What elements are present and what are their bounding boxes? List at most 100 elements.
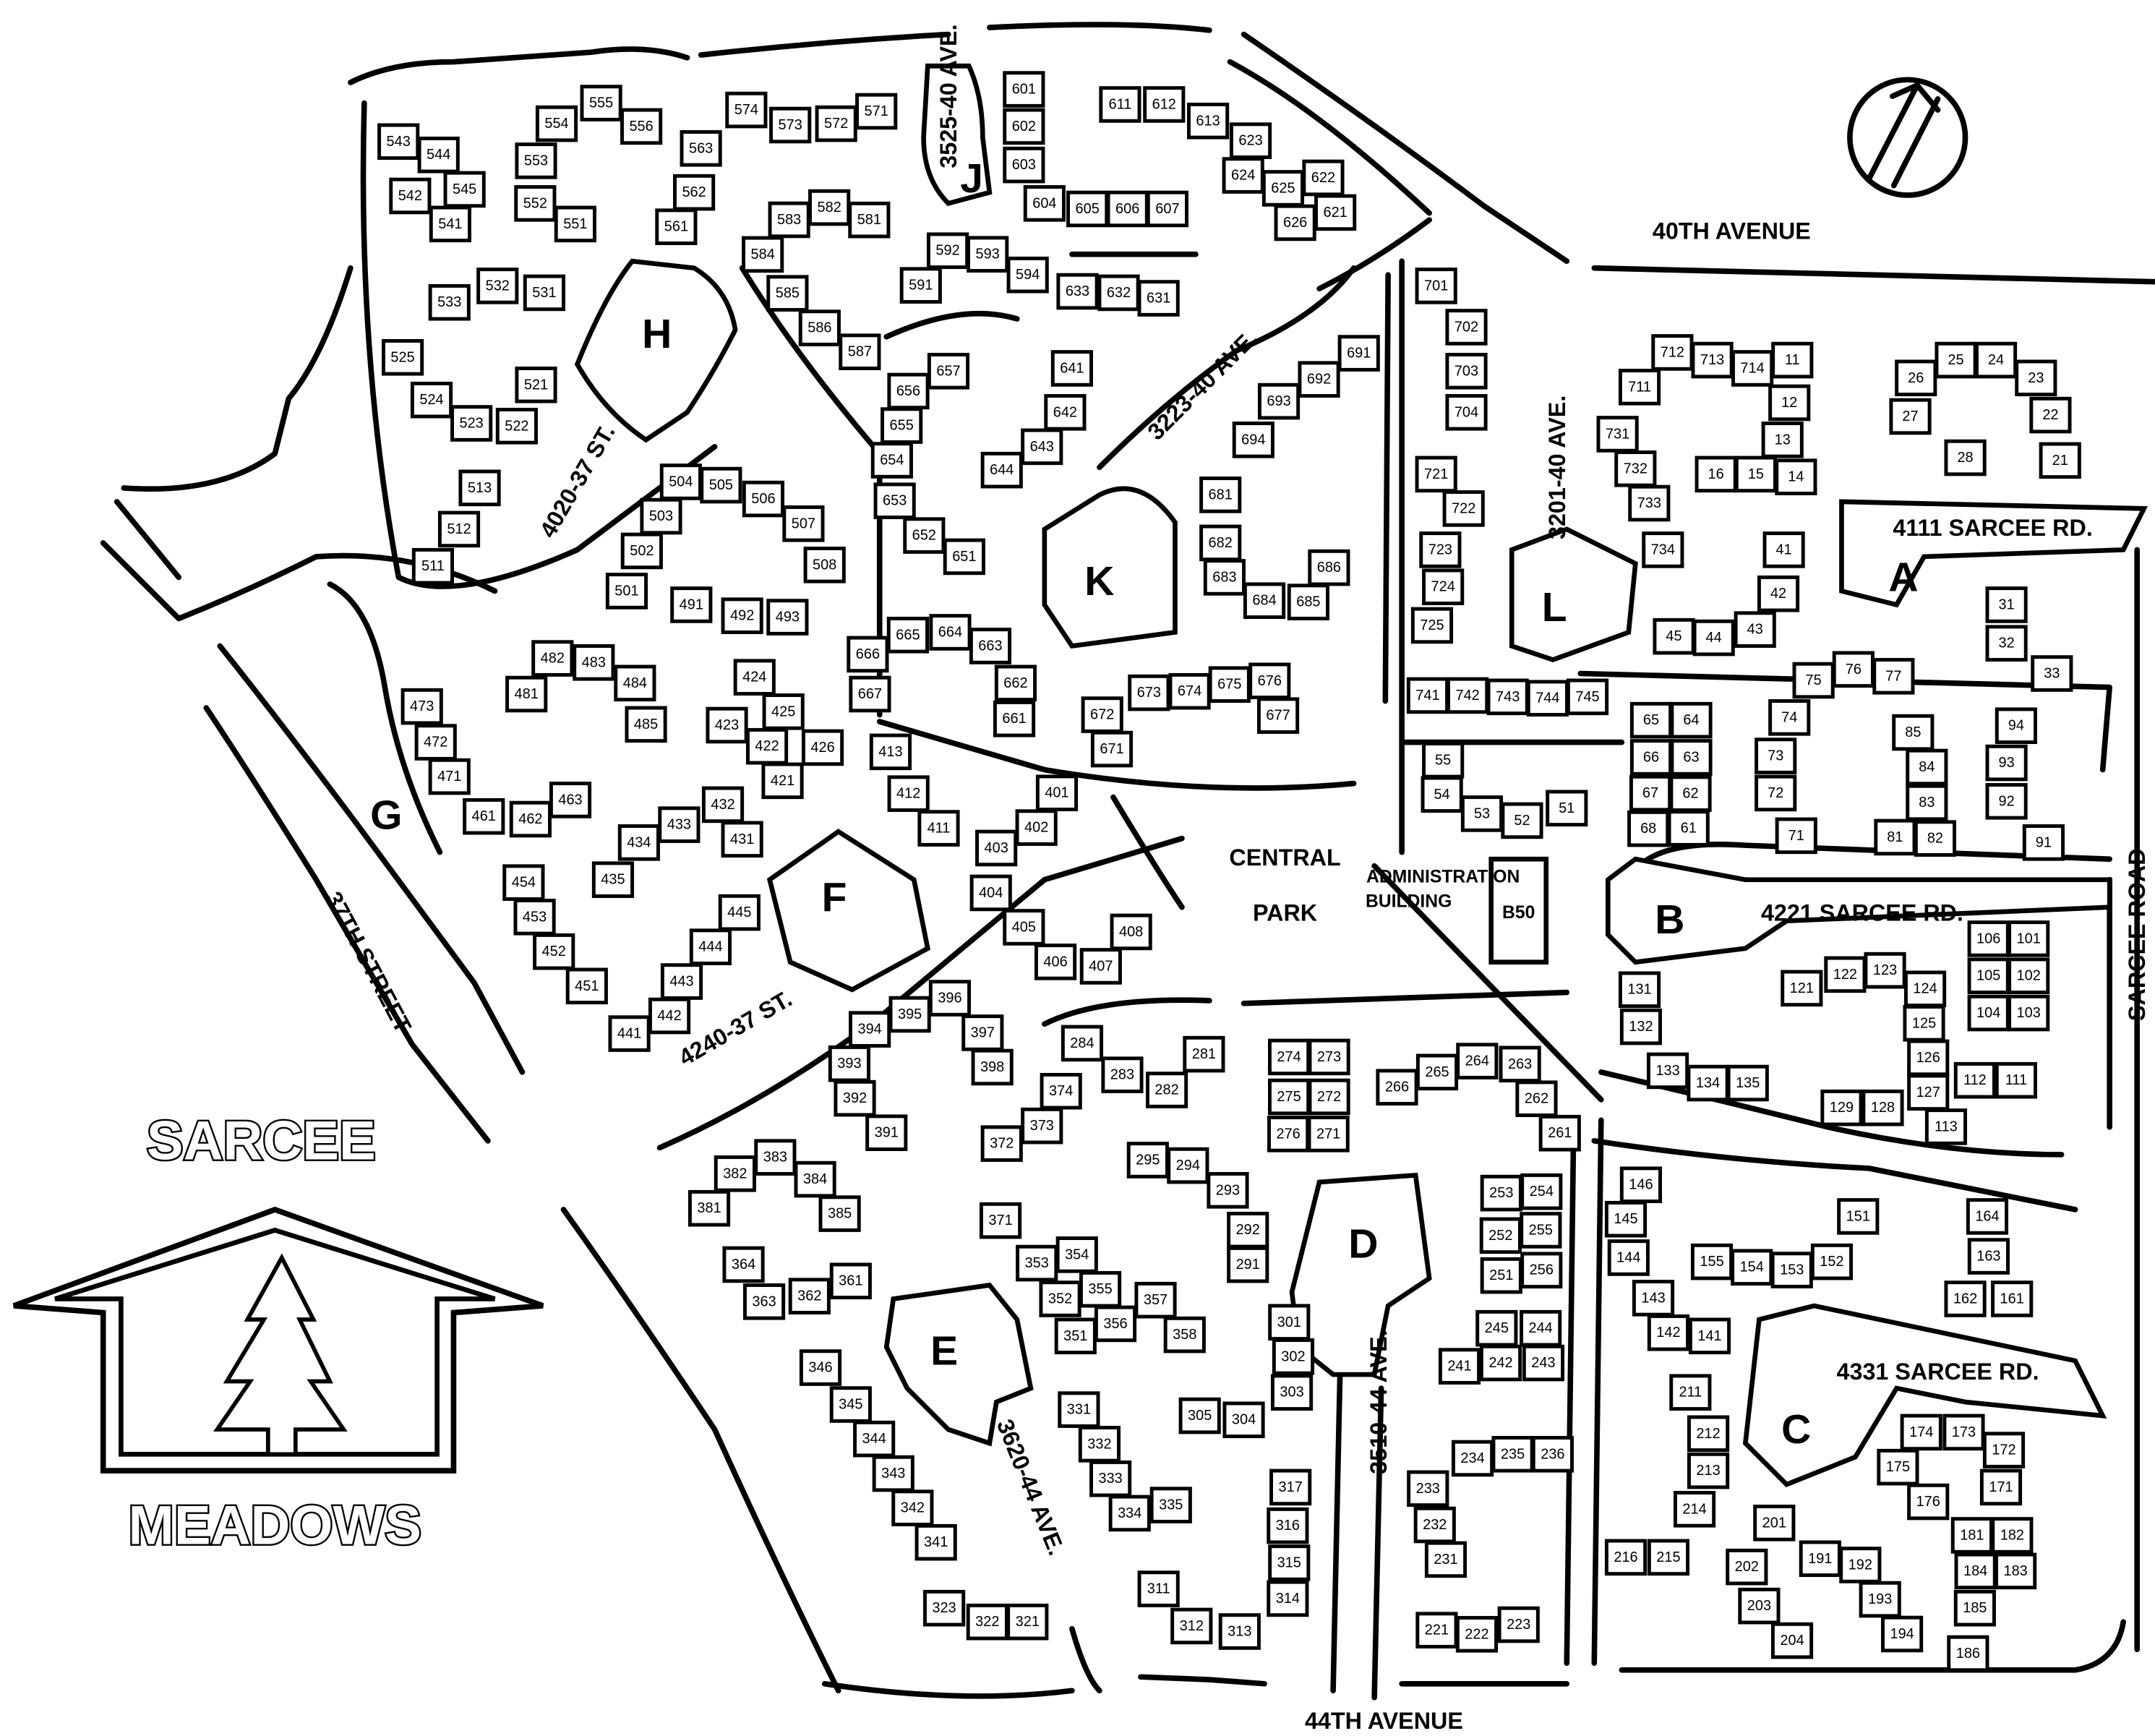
unit-number: 451 — [575, 978, 599, 994]
unit-number: 81 — [1887, 829, 1903, 845]
unit-number: 152 — [1820, 1254, 1843, 1270]
unit-213: 213 — [1687, 1452, 1730, 1489]
unit-number: 531 — [532, 285, 556, 301]
unit-outline — [849, 675, 891, 713]
unit-number: 265 — [1425, 1064, 1449, 1080]
unit-405: 405 — [1003, 909, 1045, 946]
unit-outline — [1872, 658, 1915, 695]
unit-134: 134 — [1687, 1064, 1729, 1102]
unit-664: 664 — [929, 614, 972, 651]
unit-number: 691 — [1347, 346, 1371, 362]
unit-outline — [443, 171, 486, 208]
unit-outline — [849, 1011, 891, 1048]
unit-number: 316 — [1276, 1518, 1300, 1534]
unit-number: 504 — [669, 474, 693, 489]
unit-outline — [1618, 971, 1661, 1009]
unit-outline — [969, 628, 1012, 664]
unit-221: 221 — [1415, 1612, 1458, 1649]
unit-41: 41 — [1762, 531, 1805, 568]
unit-67: 67 — [1629, 774, 1672, 812]
unit-603: 603 — [1003, 146, 1045, 184]
unit-number: 66 — [1643, 749, 1659, 765]
unit-outline — [886, 616, 929, 654]
unit-407: 407 — [1079, 948, 1122, 985]
unit-outline — [961, 1014, 1004, 1051]
unit-outline — [1445, 394, 1488, 431]
unit-outline — [829, 1386, 872, 1423]
unit-242: 242 — [1479, 1344, 1522, 1382]
unit-313: 313 — [1218, 1613, 1261, 1650]
area-label-h: H — [642, 311, 672, 357]
unit-outline — [828, 1045, 871, 1082]
unit-number: 291 — [1236, 1257, 1260, 1273]
unit-number: 424 — [742, 670, 766, 685]
central-park-label-1: CENTRAL — [1229, 845, 1340, 871]
unit-outline — [742, 480, 785, 518]
unit-31: 31 — [1985, 586, 2028, 623]
unit-355: 355 — [1079, 1270, 1122, 1308]
unit-732: 732 — [1614, 450, 1657, 487]
unit-353: 353 — [1016, 1244, 1058, 1282]
address-3510-44-ave: 3510-44 AVE. — [1366, 1330, 1392, 1474]
unit-number: 632 — [1107, 285, 1131, 301]
unit-number: 162 — [1953, 1291, 1977, 1307]
unit-number: 604 — [1032, 195, 1056, 211]
unit-101: 101 — [2008, 920, 2050, 957]
unit-outline — [1438, 1348, 1481, 1385]
unit-276: 276 — [1267, 1116, 1310, 1153]
unit-outline — [1034, 944, 1077, 980]
unit-181: 181 — [1950, 1517, 1993, 1554]
unit-633: 633 — [1056, 273, 1099, 310]
unit-number: 357 — [1144, 1292, 1168, 1308]
unit-outline — [1768, 384, 1811, 422]
area-blocks — [574, 63, 2148, 1488]
unit-343: 343 — [872, 1455, 914, 1492]
unit-number: 452 — [542, 944, 566, 959]
unit-outline — [869, 733, 912, 771]
unit-223: 223 — [1497, 1606, 1540, 1643]
unit-outline — [2008, 957, 2050, 995]
unit-491: 491 — [670, 586, 713, 623]
unit-number: 85 — [1905, 724, 1921, 740]
unit-561: 561 — [655, 208, 698, 245]
unit-284: 284 — [1061, 1025, 1104, 1062]
unit-number: 144 — [1616, 1249, 1640, 1265]
unit-number: 631 — [1147, 291, 1170, 307]
unit-outline — [1755, 737, 1797, 774]
unit-number: 583 — [777, 212, 801, 228]
unit-outline — [1208, 666, 1251, 703]
unit-outline — [768, 201, 810, 239]
unit-492: 492 — [721, 597, 763, 634]
unit-number: 42 — [1770, 586, 1786, 602]
unit-outline — [1479, 1217, 1522, 1254]
unit-number: 402 — [1024, 820, 1048, 836]
unit-484: 484 — [614, 664, 656, 702]
street-44th-avenue: 44TH AVENUE — [1305, 1708, 1463, 1734]
unit-435: 435 — [591, 861, 635, 898]
unit-outline — [803, 547, 846, 583]
unit-734: 734 — [1642, 531, 1684, 568]
unit-number: 211 — [1679, 1385, 1702, 1401]
unit-outline — [1820, 1089, 1863, 1126]
unit-outline — [1753, 1505, 1796, 1542]
unit-outline — [1455, 1616, 1499, 1653]
unit-number: 626 — [1283, 215, 1307, 231]
unit-number: 353 — [1025, 1255, 1049, 1271]
unit-392: 392 — [834, 1079, 876, 1117]
unit-number: 216 — [1614, 1549, 1637, 1565]
unit-outline — [1475, 1309, 1518, 1347]
unit-number: 174 — [1909, 1424, 1933, 1440]
unit-383: 383 — [754, 1139, 797, 1176]
unit-number: 662 — [1003, 675, 1027, 691]
unit-671: 671 — [1090, 730, 1134, 768]
unit-number: 123 — [1873, 962, 1897, 978]
unit-number: 677 — [1266, 708, 1290, 724]
unit-number: 685 — [1296, 594, 1320, 610]
unit-number: 663 — [978, 638, 1002, 654]
unit-number: 573 — [779, 117, 802, 133]
unit-702: 702 — [1445, 309, 1488, 346]
unit-661: 661 — [993, 700, 1036, 737]
unit-452: 452 — [533, 933, 575, 970]
unit-outline — [1632, 1280, 1675, 1317]
unit-65: 65 — [1629, 701, 1673, 739]
